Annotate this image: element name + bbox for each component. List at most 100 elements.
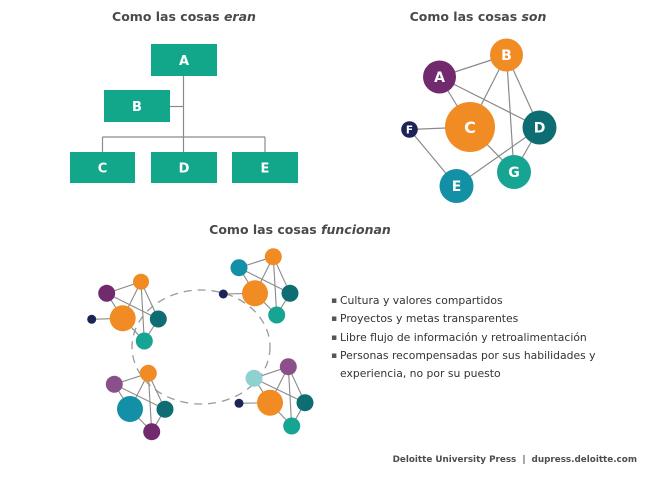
cluster-node-navy: [87, 314, 97, 324]
cluster-node-orange: [264, 248, 282, 266]
title-eran-prefix: Como las cosas: [112, 9, 224, 24]
title-funcionan: Como las cosas funcionan: [180, 222, 420, 237]
network-node-g: G: [497, 155, 531, 189]
footer-credit: Deloitte University Press | dupress.deloit…: [393, 455, 637, 465]
hierarchy-box-c: C: [70, 152, 135, 183]
network-node-circle: [439, 169, 474, 203]
cluster-edge: [106, 292, 159, 320]
cluster-node-teal-green: [283, 417, 301, 435]
network-node-label: D: [534, 121, 546, 137]
cluster-edge: [147, 373, 153, 432]
principles-list: ▪Cultura y valores compartidos ▪Proyecto…: [330, 292, 635, 383]
title-funcionan-prefix: Como las cosas: [209, 222, 322, 237]
cluster-node-orange: [257, 389, 283, 416]
title-son: Como las cosas son: [378, 9, 578, 24]
hierarchy-label-a: A: [179, 54, 189, 69]
bullet-icon: ▪: [331, 314, 338, 325]
hierarchy-label-b: B: [132, 100, 142, 115]
hierarchy-connectors: [101, 76, 266, 152]
hierarchy-box-a: A: [151, 44, 217, 76]
clusters: [87, 248, 314, 441]
network-node-b: B: [490, 38, 523, 72]
hierarchy-label-e: E: [261, 162, 270, 177]
network-node-f: F: [401, 121, 418, 138]
hierarchy-box-b: B: [104, 90, 170, 122]
cluster-edge: [253, 377, 306, 404]
cluster-node-teal-dark: [156, 400, 174, 418]
cluster-node-orange: [139, 364, 157, 382]
list-item: ▪Libre flujo de información y retroalime…: [330, 329, 632, 347]
cluster-node-orange: [133, 273, 149, 290]
cluster-node-teal-blue: [117, 396, 143, 422]
network-node-e: E: [439, 169, 474, 203]
cluster-node-purple: [143, 423, 161, 441]
network-node-circle: [522, 110, 557, 145]
network-node-label: F: [406, 124, 413, 136]
title-son-emphasis: son: [521, 9, 547, 24]
list-item-text: Personas recompensadas por sus habilidad…: [340, 348, 596, 381]
cluster-node-orange: [109, 305, 136, 332]
title-son-prefix: Como las cosas: [409, 9, 522, 24]
bullet-icon: ▪: [331, 332, 338, 343]
list-item-text: Libre flujo de información y retroalimen…: [340, 330, 587, 344]
network-node-label: C: [464, 118, 476, 137]
network-node-circle: [401, 121, 418, 138]
list-item: ▪Cultura y valores compartidos: [330, 292, 632, 310]
network-edge-b-g: [505, 54, 515, 173]
network-node-circle: [490, 38, 523, 72]
network-node-label: A: [434, 70, 445, 86]
title-eran: Como las cosas eran: [84, 9, 284, 24]
cluster-diagram: [87, 248, 314, 441]
cluster-node-purple: [98, 284, 116, 302]
cluster-node-navy: [234, 398, 244, 408]
dashed-ring: [131, 289, 271, 405]
network-node-a: A: [423, 60, 456, 94]
cluster-node-teal-dark: [296, 394, 314, 412]
cluster-edge: [272, 256, 278, 316]
network-node-label: E: [452, 179, 462, 195]
cluster-node-teal-green: [135, 332, 153, 350]
cluster-node-mauve: [279, 358, 297, 376]
cluster-node-orange: [242, 280, 268, 307]
network-node-d: D: [522, 110, 557, 145]
cluster-bottom-left: [105, 364, 174, 441]
network-diagram: A B C D E F G: [401, 38, 557, 203]
bullet-icon: ▪: [331, 296, 338, 306]
list-item: ▪Proyectos y metas transparentes: [330, 310, 632, 328]
network-node-circle: [445, 102, 495, 152]
cluster-node-teal-dark: [149, 310, 167, 328]
cluster-edge: [287, 366, 293, 427]
cluster-node-navy: [218, 289, 228, 299]
cluster-top-right: [218, 248, 299, 324]
list-item-text: Proyectos y metas transparentes: [340, 312, 519, 326]
list-item: ▪Personas recompensadas por sus habilida…: [330, 347, 632, 384]
network-nodes: A B C D E F G: [401, 38, 557, 203]
cluster-node-teal-blue: [230, 259, 248, 277]
bullet-icon: ▪: [331, 350, 338, 361]
network-node-label: B: [501, 48, 512, 64]
footer-separator: |: [522, 455, 526, 465]
cluster-node-light-teal: [245, 369, 263, 387]
network-node-circle: [497, 155, 531, 189]
hierarchy-diagram: A B C D E: [70, 44, 298, 183]
cluster-top-left: [87, 273, 167, 350]
network-node-circle: [423, 60, 456, 94]
hierarchy-box-d: D: [151, 152, 217, 183]
cluster-node-mauve: [105, 375, 123, 393]
footer-publisher: Deloitte University Press: [392, 455, 517, 465]
title-funcionan-emphasis: funcionan: [321, 222, 391, 237]
title-eran-emphasis: eran: [223, 9, 256, 24]
footer-url[interactable]: dupress.deloitte.com: [531, 455, 637, 465]
cluster-edge: [238, 267, 291, 294]
network-node-c: C: [445, 102, 495, 152]
hierarchy-label-c: C: [98, 162, 108, 177]
network-node-label: G: [508, 165, 520, 181]
network-edge-a-d: [439, 76, 540, 129]
cluster-node-teal-green: [268, 306, 286, 324]
cluster-edge: [140, 281, 145, 342]
cluster-node-teal-dark: [281, 284, 299, 302]
hierarchy-box-e: E: [232, 152, 298, 183]
cluster-edge: [114, 383, 166, 410]
list-item-text: Cultura y valores compartidos: [340, 294, 503, 307]
